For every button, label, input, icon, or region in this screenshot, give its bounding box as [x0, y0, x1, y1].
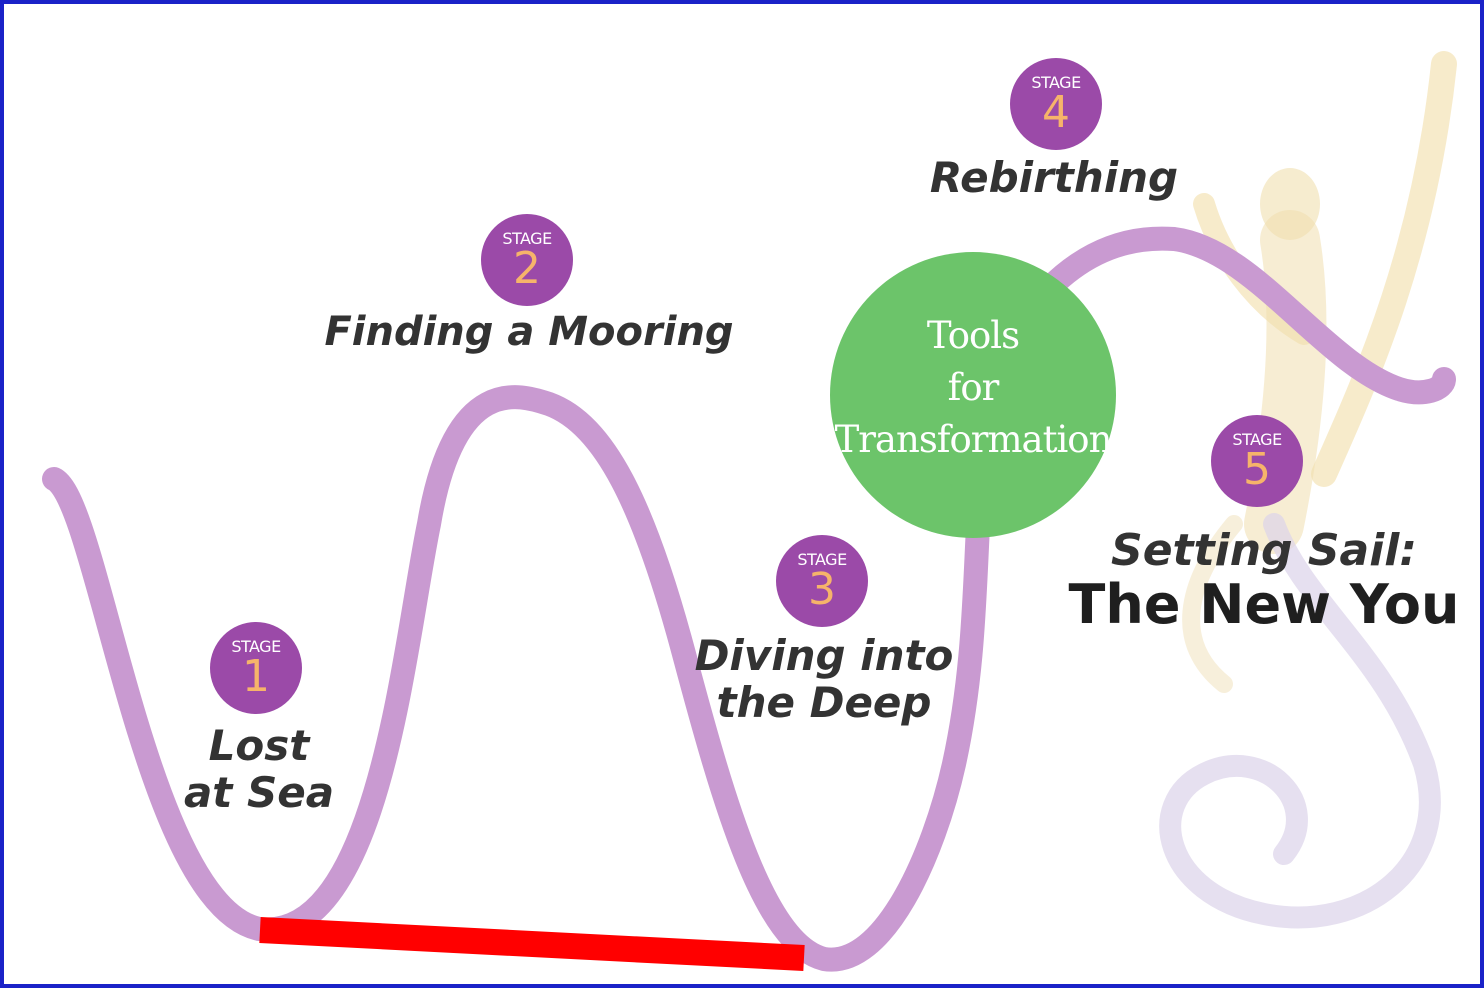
stage-5-badge: STAGE 5: [1211, 415, 1303, 507]
stage-3-label: Diving into the Deep: [674, 632, 974, 726]
stage-5-label: Setting Sail: The New You: [1064, 526, 1464, 636]
stage-3-badge-word: STAGE: [797, 550, 847, 569]
stage-4-badge-word: STAGE: [1031, 73, 1081, 92]
tools-line-3: Transformation: [834, 418, 1113, 461]
stage-1-badge: STAGE 1: [210, 622, 302, 714]
stage-1-label-line-2: at Sea: [183, 768, 335, 818]
stage-5-label-line-2: The New You: [1068, 573, 1460, 637]
stage-1-label-line-1: Lost: [208, 721, 310, 770]
stage-2-number: 2: [513, 243, 541, 294]
stage-3-label-line-2: the Deep: [716, 678, 932, 728]
stage-3-number: 3: [808, 564, 836, 615]
stage-3-badge: STAGE 3: [776, 535, 868, 627]
stage-4-badge: STAGE 4: [1010, 58, 1102, 150]
stage-3-label-line-1: Diving into: [694, 631, 954, 680]
stage-2-badge-word: STAGE: [502, 229, 552, 248]
stage-4-label-line-1: Rebirthing: [929, 153, 1179, 202]
stage-5-number: 5: [1243, 444, 1271, 495]
journey-wave: [42, 226, 1456, 972]
tools-line-1: Tools: [926, 314, 1020, 357]
stage-1-label: Lost at Sea: [159, 722, 359, 816]
tools-line-2: for: [947, 366, 1000, 409]
stage-2-badge: STAGE 2: [481, 214, 573, 306]
red-marker-bar: [259, 917, 805, 971]
stage-1-number: 1: [242, 651, 270, 702]
stage-5-badge-word: STAGE: [1232, 430, 1282, 449]
stage-1-badge-word: STAGE: [231, 637, 281, 656]
stage-4-label: Rebirthing: [894, 154, 1214, 201]
stage-2-label-line-1: Finding a Mooring: [324, 309, 734, 355]
tools-for-transformation-label: Tools for Transformation: [830, 310, 1116, 466]
stage-4-number: 4: [1042, 87, 1070, 138]
stage-5-label-line-1: Setting Sail:: [1111, 525, 1417, 576]
stage-2-label: Finding a Mooring: [299, 310, 759, 355]
tools-for-transformation-circle: Tools for Transformation: [830, 252, 1116, 538]
